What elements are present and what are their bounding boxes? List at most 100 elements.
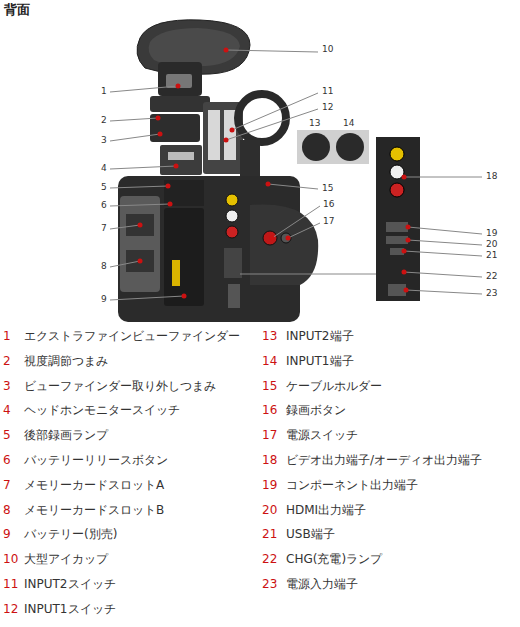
callout-dots	[138, 48, 411, 299]
xlr-jack	[302, 133, 330, 161]
callout-number: 14	[343, 118, 354, 129]
card-slot	[126, 214, 154, 236]
list-number: 12	[3, 602, 18, 616]
battery-release	[164, 180, 204, 206]
dc-in	[228, 284, 240, 308]
jack-audio	[226, 226, 238, 238]
component-port	[386, 222, 408, 232]
part-name: 大型アイカップ	[24, 552, 108, 566]
list-number: 22	[262, 552, 277, 566]
part-name: ビデオ出力端子/オーディオ出力端子	[286, 453, 482, 467]
part-name: メモリーカードスロットA	[24, 478, 164, 492]
callout-number: 16	[323, 199, 334, 210]
part-name: INPUT2スイッチ	[24, 577, 116, 591]
battery-mark	[172, 260, 180, 286]
part-name: CHG(充電)ランプ	[286, 552, 382, 566]
list-number: 1	[3, 329, 11, 343]
part-name: バッテリーリリースボタン	[24, 453, 168, 467]
callout-number: 19	[486, 228, 497, 239]
leader-lines	[110, 50, 482, 300]
part-name: 視度調節つまみ	[24, 354, 108, 368]
jack-audio	[226, 210, 238, 222]
part-name: HDMI出力端子	[286, 503, 366, 517]
part-name: ビューファインダー取り外しつまみ	[24, 379, 216, 393]
list-number: 23	[262, 577, 277, 591]
list-number: 7	[3, 478, 11, 492]
part-name: コンポーネント出力端子	[286, 478, 418, 492]
callout-number: 22	[486, 271, 497, 282]
list-number: 20	[262, 503, 277, 517]
callout-number: 10	[322, 44, 333, 55]
part-name: 後部録画ランプ	[24, 428, 108, 442]
list-number: 11	[3, 577, 18, 591]
part-name: USB端子	[286, 527, 335, 541]
diopter-ring	[150, 96, 210, 112]
grip	[250, 204, 318, 285]
xlr-jack	[336, 133, 364, 161]
list-number: 2	[3, 354, 11, 368]
eyecup-inner	[149, 28, 240, 66]
callout-number: 7	[101, 223, 107, 234]
callout-number: 23	[486, 288, 497, 299]
list-number: 21	[262, 527, 277, 541]
part-name: INPUT1スイッチ	[24, 602, 116, 616]
callout-number: 11	[322, 86, 333, 97]
input-inset	[297, 130, 369, 164]
callout-number: 21	[486, 250, 497, 261]
page-title: 背面	[4, 2, 30, 18]
control-plate	[160, 145, 202, 175]
dc-port	[388, 284, 406, 296]
callout-number: 13	[309, 118, 320, 129]
record-button	[263, 231, 277, 245]
handle-post	[240, 140, 260, 180]
callout-number: 8	[101, 261, 107, 272]
hdmi-port	[386, 236, 408, 244]
part-name: バッテリー(別売)	[24, 527, 117, 541]
callout-number: 1	[101, 86, 107, 97]
viewfinder	[158, 62, 202, 96]
callout-number: 9	[101, 294, 107, 305]
part-name: 電源入力端子	[286, 577, 358, 591]
list-number: 18	[262, 453, 277, 467]
callout-number: 18	[486, 171, 497, 182]
part-name: INPUT1端子	[286, 354, 354, 368]
jack-inset	[376, 137, 420, 301]
callout-number: 15	[322, 183, 333, 194]
viewfinder-lens	[166, 74, 192, 88]
part-name: 電源スイッチ	[286, 428, 358, 442]
callout-number: 4	[101, 163, 107, 174]
list-number: 16	[262, 403, 277, 417]
callout-number: 20	[486, 239, 497, 250]
card-slot	[126, 250, 154, 272]
jack-video	[390, 147, 404, 161]
callout-number: 2	[101, 115, 107, 126]
cable-holder	[238, 94, 286, 142]
callout-number: 5	[101, 182, 107, 193]
list-number: 3	[3, 379, 11, 393]
battery	[164, 208, 204, 306]
list-number: 8	[3, 503, 11, 517]
part-name: INPUT2端子	[286, 329, 354, 343]
jack-audio	[390, 183, 404, 197]
list-number: 4	[3, 403, 11, 417]
jack-video	[226, 194, 238, 206]
input-switch	[208, 110, 220, 160]
list-number: 6	[3, 453, 11, 467]
callout-number: 6	[101, 200, 107, 211]
list-number: 14	[262, 354, 277, 368]
part-name: ヘッドホンモニタースイッチ	[24, 403, 180, 417]
part-name: ケーブルホルダー	[286, 379, 382, 393]
viewfinder-stem	[150, 114, 200, 142]
list-number: 15	[262, 379, 277, 393]
part-name: メモリーカードスロットB	[24, 503, 164, 517]
list-number: 10	[3, 552, 18, 566]
power-switch	[281, 233, 291, 243]
callout-number: 3	[101, 135, 107, 146]
list-number: 19	[262, 478, 277, 492]
list-number: 17	[262, 428, 277, 442]
part-name: エクストラファインビューファインダー	[24, 329, 240, 343]
list-number: 13	[262, 329, 277, 343]
port-panel	[224, 248, 242, 278]
callout-number: 17	[323, 216, 334, 227]
callout-number: 12	[322, 102, 333, 113]
